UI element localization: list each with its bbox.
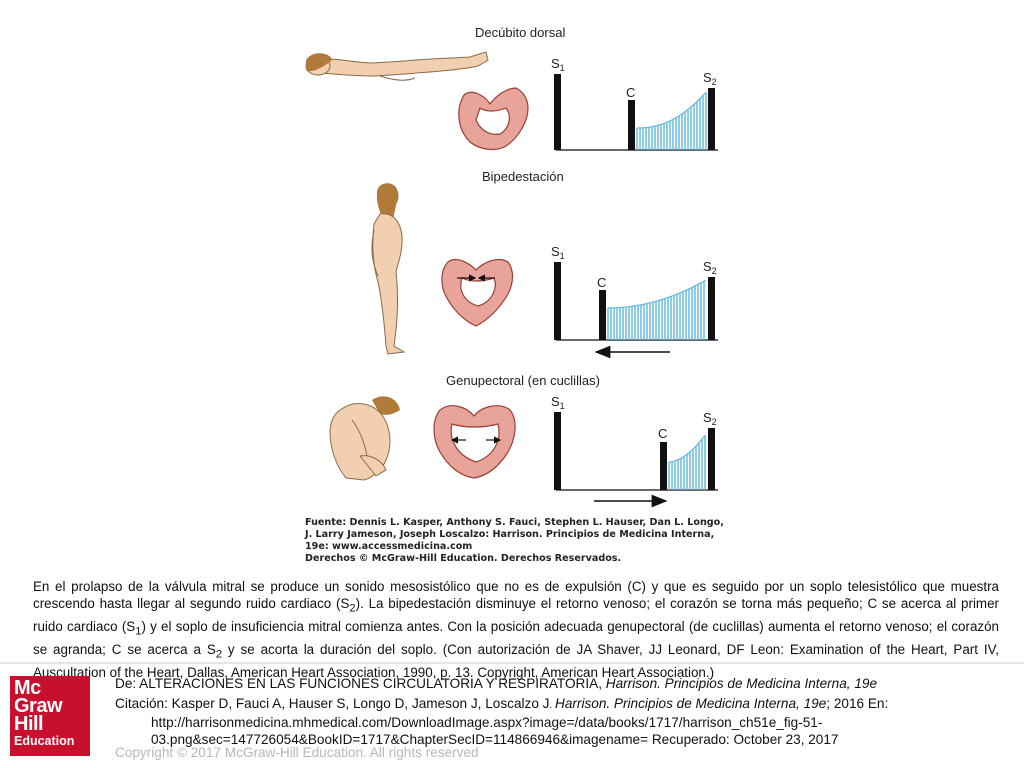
s2-bar — [708, 277, 715, 340]
figure-caption: En el prolapso de la válvula mitral se p… — [33, 579, 999, 680]
click-label: C — [597, 275, 606, 290]
murmur-standing — [607, 279, 707, 340]
squatting-person-figure — [329, 396, 400, 481]
phono-supine: S1 C S2 — [551, 56, 718, 151]
s1-label: S — [551, 394, 560, 409]
citation-source: De: ALTERACIONES EN LAS FUNCIONES CIRCUL… — [115, 676, 878, 691]
svg-text:S2: S2 — [703, 410, 717, 427]
s2-sub: 2 — [712, 77, 717, 87]
standing-person-figure — [371, 183, 406, 355]
s1-label: S — [551, 244, 560, 259]
s2-label: S — [703, 410, 712, 425]
panel-title: Bipedestación — [482, 169, 564, 184]
s1-sub: 1 — [560, 401, 565, 411]
svg-text:S2: S2 — [703, 70, 717, 87]
heart-squatting-shape — [433, 405, 516, 479]
source-line: Derechos © McGraw-Hill Education. Derech… — [305, 553, 621, 564]
s1-bar — [554, 74, 561, 150]
svg-text:S1: S1 — [551, 244, 565, 261]
heart-supine-shape — [458, 87, 529, 151]
s2-label: S — [703, 259, 712, 274]
s1-bar — [554, 262, 561, 340]
source-line: Fuente: Dennis L. Kasper, Anthony S. Fau… — [305, 517, 724, 528]
murmur-squatting — [668, 434, 706, 490]
s2-sub: 2 — [712, 417, 717, 427]
panel-standing: Bipedestación S1 C S2 — [371, 169, 718, 359]
click-label: C — [658, 426, 667, 441]
click-bar — [599, 290, 606, 340]
panel-squatting: Genupectoral (en cuclillas) S1 C S2 — [329, 373, 718, 508]
s1-bar — [554, 412, 561, 490]
heart-standing-shape — [441, 258, 514, 327]
copyright-notice: Copyright © 2017 McGraw-Hill Education. … — [115, 745, 479, 760]
panel-title: Genupectoral (en cuclillas) — [446, 373, 600, 388]
click-bar — [660, 442, 667, 490]
phono-squatting: S1 C S2 — [551, 394, 718, 508]
divider — [0, 662, 1024, 664]
figure-source: Fuente: Dennis L. Kasper, Anthony S. Fau… — [304, 517, 724, 564]
svg-text:S2: S2 — [703, 259, 717, 276]
supine-person-figure — [305, 51, 489, 81]
citation-authors: Citación: Kasper D, Fauci A, Hauser S, L… — [115, 696, 889, 711]
murmur-envelope — [668, 434, 706, 463]
murmur-supine — [636, 92, 707, 150]
s2-bar — [708, 88, 715, 150]
source-line: 19e: www.accessmedicina.com — [305, 541, 472, 552]
click-bar — [628, 100, 635, 150]
s2-sub: 2 — [712, 266, 717, 276]
svg-text:S1: S1 — [551, 56, 565, 73]
s1-label: S — [551, 56, 560, 71]
panel-title: Decúbito dorsal — [475, 25, 565, 40]
heart-murmur-figure: Decúbito dorsal S1 C S2 Bipedestación — [304, 25, 724, 564]
phono-standing: S1 C S2 — [551, 244, 718, 359]
s2-label: S — [703, 70, 712, 85]
svg-text:S1: S1 — [551, 394, 565, 411]
click-label: C — [626, 85, 635, 100]
murmur-envelope — [607, 279, 707, 309]
s1-sub: 1 — [560, 251, 565, 261]
source-line: J. Larry Jameson, Joseph Loscalzo: Harri… — [304, 529, 714, 540]
s1-sub: 1 — [560, 63, 565, 73]
s2-bar — [708, 428, 715, 490]
panel-supine: Decúbito dorsal S1 C S2 — [305, 25, 718, 151]
citation-url[interactable]: http://harrisonmedicina.mhmedical.com/Do… — [151, 715, 839, 747]
mcgraw-hill-logo: Mc Graw Hill Education — [10, 676, 90, 756]
murmur-envelope — [636, 92, 706, 129]
